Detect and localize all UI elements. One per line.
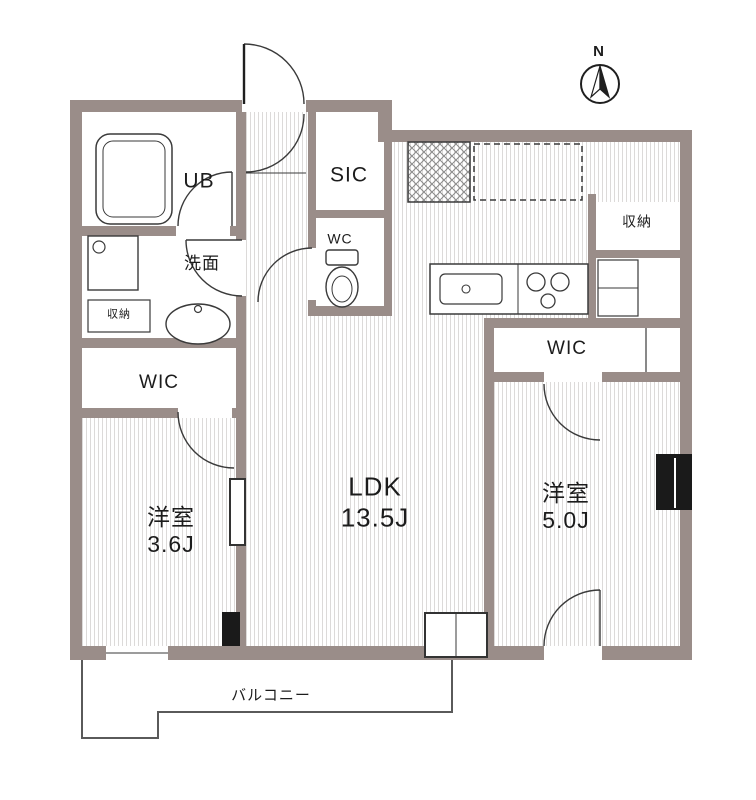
wic-left-door-arc — [177, 411, 235, 469]
wc-door-arc — [257, 247, 313, 303]
wall-sic-wc-right — [384, 130, 392, 316]
gap-entrance-door — [242, 100, 306, 112]
balcony-outline — [81, 660, 453, 739]
label-ub: UB — [183, 169, 215, 193]
wall-outer-top-right — [378, 130, 692, 142]
gap-ub-door — [176, 226, 230, 236]
label-ldk-size: 13.5J — [340, 502, 410, 532]
detail-lines — [106, 328, 676, 656]
label-ldk-name: LDK — [348, 471, 402, 502]
vanity-sink-icon — [165, 303, 231, 345]
sliding-door-bedroom-left — [229, 478, 246, 546]
label-bedroom-left-size: 3.6J — [147, 531, 195, 557]
wall-outer-right — [680, 130, 692, 660]
washroom-door-arc — [185, 239, 243, 297]
door-arcs — [177, 171, 601, 647]
label-sic: SIC — [329, 163, 369, 187]
entrance-door-arc — [242, 43, 306, 174]
label-bedroom-right: 洋室 5.0J — [542, 480, 590, 534]
toilet-icon — [325, 249, 359, 308]
wall-left-column-right — [236, 112, 246, 646]
label-washroom: 洗面 — [184, 253, 220, 273]
room-storage-right-area — [596, 202, 680, 250]
refrigerator-space-outline — [473, 143, 583, 201]
wall-wic-bedroom-left — [82, 408, 236, 418]
wall-outer-bottom — [70, 646, 692, 660]
hatch-box-icon — [407, 141, 471, 203]
label-bedroom-left: 洋室 3.6J — [147, 504, 195, 558]
compass-icon — [580, 64, 620, 104]
label-ldk: LDK 13.5J — [341, 471, 410, 532]
label-storage-right: 収納 — [622, 213, 652, 230]
stove-icon — [526, 272, 570, 309]
bedroom-right-door-arc — [543, 589, 601, 647]
wall-kitchen-bottom — [484, 318, 684, 328]
label-bedroom-right-name: 洋室 — [542, 479, 590, 506]
label-wic-right: WIC — [547, 337, 587, 359]
gap-wic-right-door — [544, 372, 602, 382]
label-wc: WC — [327, 230, 353, 247]
bathtub-icon — [95, 133, 173, 225]
floor-bedroom-left — [82, 418, 236, 646]
wall-sic-wc — [308, 210, 392, 218]
kitchen-counter — [429, 263, 589, 315]
gap-wc-door — [308, 248, 316, 300]
storage-small-box — [87, 299, 151, 333]
label-balcony: バルコニー — [231, 687, 311, 705]
label-storage-small: 収納 — [107, 308, 131, 321]
gap-wic-left-door — [178, 408, 232, 418]
wall-bedroom-right-left — [484, 318, 494, 646]
wall-storage-right-bottom — [588, 250, 684, 258]
wic-right-door-arc — [543, 383, 601, 441]
wall-outer-left — [70, 100, 82, 660]
label-bedroom-right-size: 5.0J — [542, 507, 590, 533]
washing-machine-icon — [87, 235, 139, 291]
kitchen-sink-icon — [439, 273, 503, 305]
compass-label: N — [593, 43, 605, 61]
wall-wc-bottom — [308, 306, 392, 316]
utility-shelf — [597, 259, 639, 317]
wall-ub-washroom — [82, 226, 236, 236]
label-wic-left: WIC — [139, 371, 179, 393]
wall-storage-right-left — [588, 194, 596, 322]
room-wic-right-area — [494, 328, 680, 372]
ub-door-arc — [177, 171, 233, 227]
gap-washroom-door — [236, 240, 246, 296]
room-sic-area — [316, 112, 384, 210]
wall-washroom-wic — [82, 338, 236, 348]
label-bedroom-left-name: 洋室 — [147, 503, 195, 530]
pillar-bedroom-left — [222, 612, 240, 646]
gap-bedroom-right-door — [544, 646, 602, 660]
